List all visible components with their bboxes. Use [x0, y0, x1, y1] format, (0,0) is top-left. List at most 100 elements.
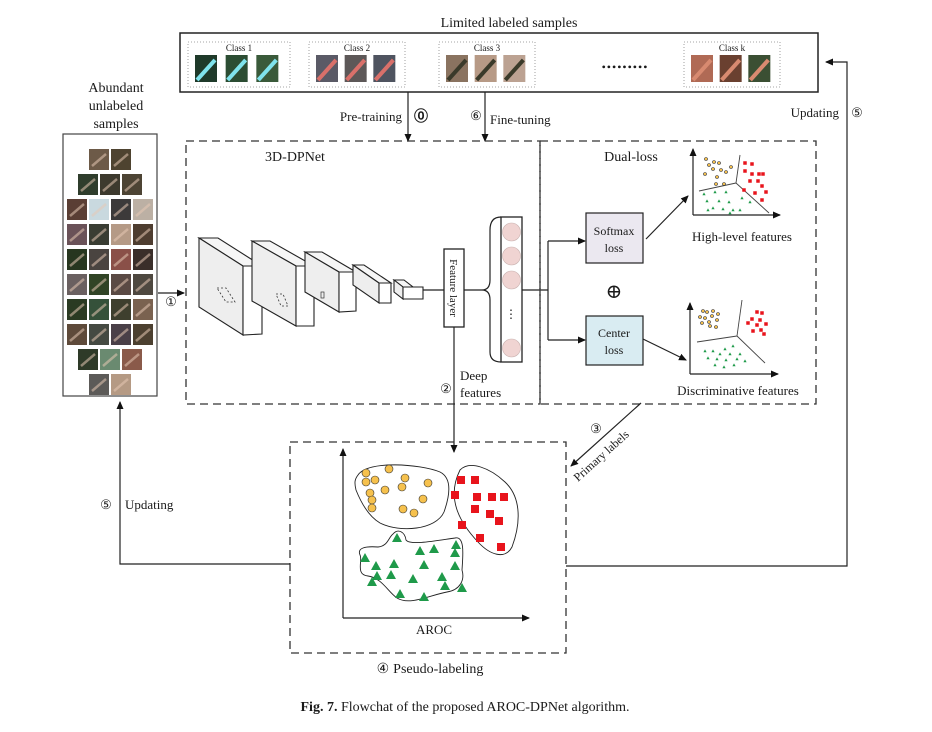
square-point — [743, 161, 747, 165]
triangle-point — [437, 572, 447, 581]
circle-point — [719, 168, 723, 172]
circle-point — [704, 157, 708, 161]
unlabeled-tile-detail — [124, 178, 140, 192]
square-point — [500, 493, 508, 501]
unlabeled-tile-detail — [91, 153, 107, 167]
conv-layer-4 — [351, 263, 393, 305]
triangle-point — [706, 208, 710, 212]
softmax-loss-label-2: loss — [605, 241, 624, 255]
square-point — [760, 198, 764, 202]
updating-left-label: Updating — [125, 497, 174, 512]
triangle-point — [705, 199, 709, 203]
triangle-point — [740, 196, 744, 200]
unlabeled-tile-detail — [124, 353, 140, 367]
softmax-to-plot-arrow — [645, 195, 689, 240]
triangle-point — [738, 208, 742, 212]
square-point — [473, 493, 481, 501]
unlabeled-title-line3: samples — [93, 117, 138, 132]
square-point — [758, 318, 762, 322]
unlabeled-tile-detail — [113, 328, 129, 342]
triangle-point — [372, 571, 382, 580]
square-point — [760, 311, 764, 315]
primary-labels-arrow — [570, 402, 642, 467]
triangle-point — [727, 200, 731, 204]
updating-right-label: Updating — [791, 105, 840, 120]
triangle-point — [728, 352, 732, 356]
square-point — [764, 322, 768, 326]
triangle-point — [728, 211, 732, 215]
labeled-samples-title: Limited labeled samples — [441, 16, 578, 31]
deep-features-line1: Deep — [460, 368, 487, 383]
circle-point — [370, 475, 380, 485]
unlabeled-tile-detail — [69, 303, 85, 317]
pseudo-labeling-box — [289, 441, 567, 654]
finetuning-label: Fine-tuning — [490, 112, 551, 127]
square-point — [750, 172, 754, 176]
square-point — [486, 510, 494, 518]
brace — [481, 216, 502, 363]
conv-layer-3 — [302, 251, 359, 313]
circle-point — [711, 309, 715, 313]
circle-point — [714, 325, 718, 329]
triangle-point — [706, 356, 710, 360]
aroc-label: AROC — [416, 622, 452, 637]
updating-left-loop — [116, 401, 290, 565]
softmax-loss-box — [585, 212, 644, 264]
sample-thumbnail-detail — [475, 58, 497, 82]
high-level-label: High-level features — [692, 229, 792, 244]
class-group: Class 3 — [438, 41, 536, 88]
sample-thumbnail-detail — [195, 58, 217, 82]
triangle-point — [711, 349, 715, 353]
discriminative-plot — [686, 299, 779, 378]
dpnet-box — [185, 140, 541, 405]
circle-point — [710, 314, 714, 318]
square-point — [458, 521, 466, 529]
softmax-loss-label-1: Softmax — [594, 224, 635, 238]
step3-number: ③ — [590, 421, 602, 436]
square-point — [746, 321, 750, 325]
circle-point — [703, 172, 707, 176]
circle-point — [703, 316, 707, 320]
neuron-ellipsis: ⋮ — [505, 307, 517, 321]
square-point — [750, 317, 754, 321]
updating-right-loop — [566, 58, 848, 567]
triangle-point — [457, 583, 467, 592]
unlabeled-title-line1: Abundant — [88, 81, 143, 96]
triangle-point — [451, 540, 461, 549]
circle-point — [715, 175, 719, 179]
neuron — [502, 270, 521, 290]
unlabeled-tile-detail — [135, 328, 151, 342]
square-point — [753, 191, 757, 195]
sample-thumbnail-detail — [446, 58, 468, 82]
triangle-point — [721, 207, 725, 211]
square-point — [759, 328, 763, 332]
unlabeled-tile-detail — [91, 203, 107, 217]
neurons — [502, 222, 521, 358]
triangle-point — [717, 199, 721, 203]
unlabeled-tile-detail — [91, 253, 107, 267]
triangle-point — [419, 560, 429, 569]
neuron — [502, 338, 521, 358]
circle-point — [397, 482, 407, 492]
center-loss-label-2: loss — [605, 343, 624, 357]
figure-caption: Fig. 7. Flowchat of the proposed AROC-DP… — [301, 700, 630, 715]
class-group: Class k — [683, 41, 781, 88]
unlabeled-tile-detail — [113, 153, 129, 167]
square-point — [471, 476, 479, 484]
circle-point — [698, 315, 702, 319]
dual-loss-title: Dual-loss — [604, 150, 658, 165]
plus-symbol: ⊕ — [606, 281, 623, 303]
square-point — [750, 162, 754, 166]
square-point — [497, 543, 505, 551]
circle-point — [423, 478, 433, 488]
unlabeled-tile-detail — [69, 228, 85, 242]
triangle-point — [713, 190, 717, 194]
square-point — [451, 491, 459, 499]
unlabeled-tile-detail — [135, 228, 151, 242]
unlabeled-title-line2: unlabeled — [89, 99, 143, 114]
pretraining-label: Pre-training — [340, 109, 403, 124]
triangle-point — [386, 570, 396, 579]
circle-point — [361, 477, 371, 487]
